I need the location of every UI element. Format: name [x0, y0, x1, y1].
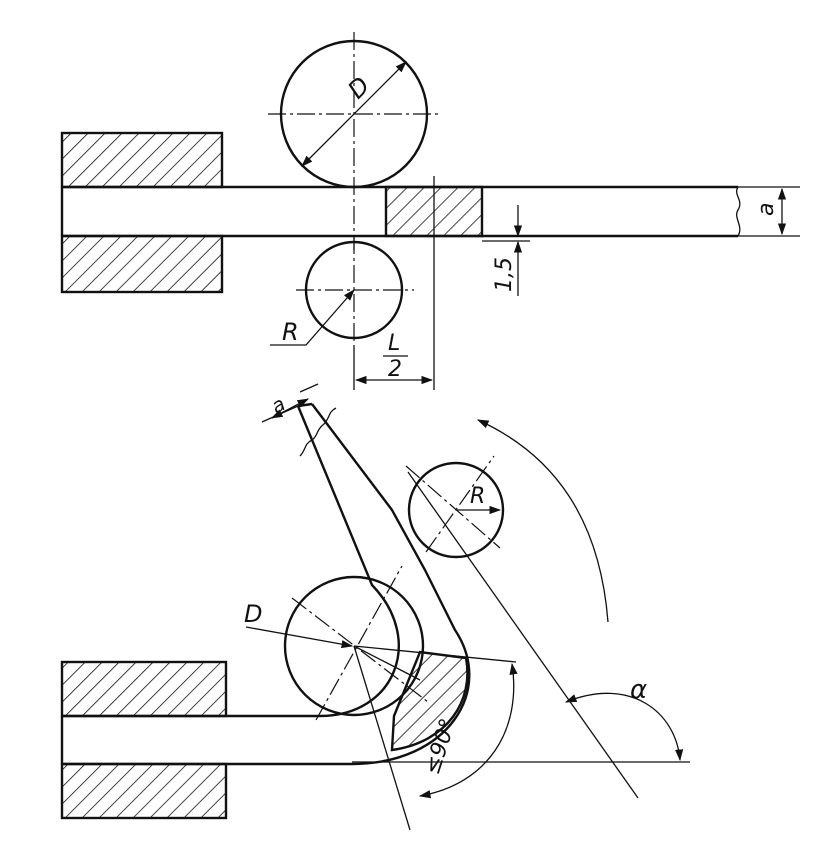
thickness-label-2: a	[267, 391, 289, 418]
lower-clamp-block	[60, 234, 224, 294]
half-length-numerator: L	[388, 331, 400, 356]
roll-radius-label: R	[282, 318, 299, 346]
rotation-arrow	[476, 419, 609, 623]
half-length-denominator: 2	[388, 357, 402, 382]
diameter-dimension-line	[301, 61, 407, 167]
upper-clamp-block	[60, 131, 224, 189]
bottom-view: D R a ≤90° α	[60, 383, 690, 831]
diameter-label: D	[342, 71, 375, 104]
bend-angle-arc	[418, 662, 518, 799]
thickness-label: a	[754, 203, 779, 216]
alpha-label: α	[630, 675, 647, 705]
thickness-dimension-line-2	[270, 398, 310, 419]
top-view: D R a 1,5 L 2	[60, 32, 800, 390]
gap-label: 1,5	[492, 257, 517, 292]
diameter-label-2: D	[244, 600, 262, 628]
diameter-dimension-line-2	[245, 626, 354, 649]
upper-clamp-block-2	[60, 660, 228, 718]
radius-leader	[270, 289, 355, 346]
roll-radius-label-2: R	[470, 484, 485, 509]
lower-clamp-block-2	[60, 762, 228, 820]
bending-roll	[283, 575, 425, 717]
alpha-arc	[564, 692, 684, 762]
pressure-roll	[407, 461, 505, 559]
